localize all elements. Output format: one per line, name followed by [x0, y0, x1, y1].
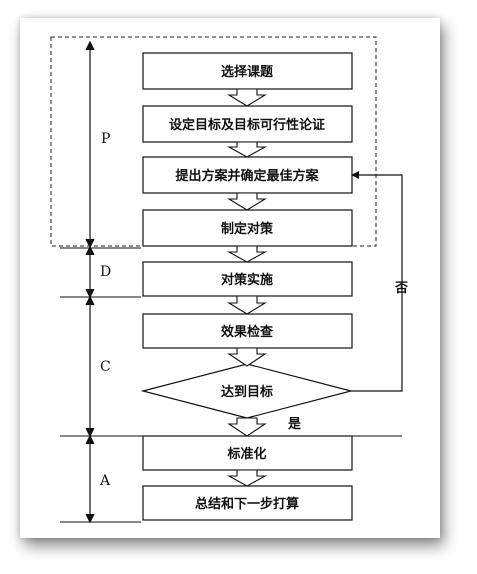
phase-label-c: C — [100, 359, 111, 375]
feedback-loop-line — [351, 171, 403, 392]
step-summarize-box — [142, 485, 353, 521]
down-arrow-7 — [227, 417, 267, 437]
phase-label-a: A — [99, 473, 111, 489]
down-arrow-5 — [227, 295, 267, 315]
phase-label-p: P — [101, 131, 110, 147]
step-countermeasure-box — [142, 209, 353, 247]
step-summarize-label: 总结和下一步打算 — [195, 496, 299, 512]
phase-label-d: D — [100, 264, 111, 280]
step-check-effect-label: 效果检查 — [221, 324, 274, 340]
step-select-topic-box — [142, 52, 353, 90]
step-set-goal-label: 设定目标及目标可行性论证 — [169, 117, 325, 133]
down-arrow-1 — [227, 88, 267, 107]
step-implement-label: 对策实施 — [221, 272, 273, 288]
down-arrow-4 — [226, 245, 268, 263]
edge-label-no: 否 — [394, 281, 408, 296]
down-arrow-2 — [226, 141, 268, 158]
step-propose-plan-label: 提出方案并确定最佳方案 — [175, 168, 319, 184]
step-implement-box — [142, 261, 353, 297]
down-arrow-6 — [227, 347, 267, 367]
step-standardize-label: 标准化 — [226, 446, 266, 462]
step-countermeasure-label: 制定对策 — [221, 221, 274, 237]
step-select-topic-label: 选择课题 — [221, 64, 274, 80]
edge-label-yes: 是 — [287, 417, 302, 432]
down-arrow-3 — [227, 192, 267, 211]
decision-goal-reached-label: 达到目标 — [221, 384, 273, 400]
down-arrow-8 — [226, 469, 268, 487]
